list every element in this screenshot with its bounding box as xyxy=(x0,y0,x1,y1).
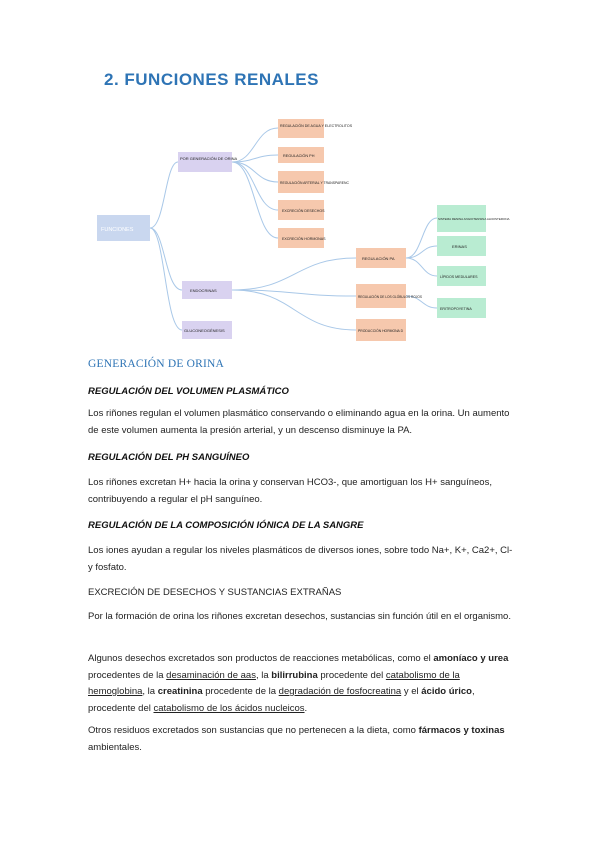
leaf-node: EXCRECIÓN DESECHOS xyxy=(278,200,325,220)
branch-node-endocrinas: ENDOCRINAS xyxy=(182,281,232,299)
paragraph-metabolic-waste: Algunos desechos excretados son producto… xyxy=(88,653,509,714)
svg-text:PRODUCCIÓN HORMONA D: PRODUCCIÓN HORMONA D xyxy=(358,328,404,333)
leaf-node: REGULACIÓN PA xyxy=(356,248,406,268)
paragraph: Los riñones regulan el volumen plasmátic… xyxy=(88,408,510,436)
leaf-node: ERINAS xyxy=(437,236,486,256)
leaf-node: REGULACIÓN DE LOS GLÓBULOS ROJOS xyxy=(356,284,422,308)
leaf-node: LÍPIDOS MEDULARES xyxy=(437,266,486,286)
svg-text:REGULACIÓN DE LOS GLÓBULOS ROJ: REGULACIÓN DE LOS GLÓBULOS ROJOS xyxy=(358,294,422,299)
svg-text:SISTEMA RENINA ANGIOTENSINA AL: SISTEMA RENINA ANGIOTENSINA ALDOSTERONA xyxy=(438,217,510,221)
svg-text:REGULACIÓN DE AGUA Y ELECTROLI: REGULACIÓN DE AGUA Y ELECTROLITOS xyxy=(280,123,353,128)
leaf-node: SISTEMA RENINA ANGIOTENSINA ALDOSTERONA xyxy=(437,205,510,232)
branch-node-orina: POR GENERACIÓN DE ORINA xyxy=(178,152,237,172)
svg-text:REGULACIÓN ARTERIAL Y TRANSPAR: REGULACIÓN ARTERIAL Y TRANSPARENC xyxy=(280,180,349,185)
concept-map: FUNCIONES POR GENERACIÓN DE ORINA ENDOCR… xyxy=(97,119,510,341)
paragraph-foreign-substances: Otros residuos excretados son sustancias… xyxy=(88,725,505,753)
leaf-node: PRODUCCIÓN HORMONA D xyxy=(356,319,406,341)
svg-text:ERINAS: ERINAS xyxy=(452,244,467,249)
svg-text:ERITROPOYETINA: ERITROPOYETINA xyxy=(440,307,472,311)
leaf-node: REGULACIÓN DE AGUA Y ELECTROLITOS xyxy=(278,119,353,138)
paragraph: Los iones ayudan a regular los niveles p… xyxy=(88,545,513,573)
svg-text:EXCRECIÓN DESECHOS: EXCRECIÓN DESECHOS xyxy=(282,208,325,213)
branch-node-gluconeogenesis: GLUCONEOGÉNESIS xyxy=(182,321,232,339)
svg-text:EXCRECIÓN HORMONAS: EXCRECIÓN HORMONAS xyxy=(282,236,326,241)
leaf-node: EXCRECIÓN HORMONAS xyxy=(278,228,326,248)
subheading: REGULACIÓN DEL VOLUMEN PLASMÁTICO xyxy=(88,386,289,397)
svg-text:LÍPIDOS MEDULARES: LÍPIDOS MEDULARES xyxy=(440,275,478,279)
branch-label: GLUCONEOGÉNESIS xyxy=(184,328,225,333)
branch-label: ENDOCRINAS xyxy=(190,288,217,293)
leaf-node: REGULACIÓN ARTERIAL Y TRANSPARENC xyxy=(278,171,349,193)
paragraph: Por la formación de orina los riñones ex… xyxy=(88,611,511,622)
subheading: REGULACIÓN DEL PH SANGUÍNEO xyxy=(88,452,250,463)
svg-text:REGULACIÓN PH: REGULACIÓN PH xyxy=(283,153,315,158)
root-label: FUNCIONES xyxy=(101,227,134,233)
section-heading: GENERACIÓN DE ORINA xyxy=(88,358,225,370)
root-node: FUNCIONES xyxy=(97,215,150,241)
paragraph: Los riñones excretan H+ hacia la orina y… xyxy=(88,477,492,505)
leaf-node: ERITROPOYETINA xyxy=(437,298,486,318)
subheading: REGULACIÓN DE LA COMPOSICIÓN IÓNICA DE L… xyxy=(88,520,364,531)
leaf-node: REGULACIÓN PH xyxy=(278,147,324,163)
svg-text:REGULACIÓN PA: REGULACIÓN PA xyxy=(362,256,395,261)
branch-label: POR GENERACIÓN DE ORINA xyxy=(180,156,237,161)
page-title: 2. FUNCIONES RENALES xyxy=(104,70,319,89)
plain-heading: EXCRECIÓN DE DESECHOS Y SUSTANCIAS EXTRA… xyxy=(88,587,342,598)
